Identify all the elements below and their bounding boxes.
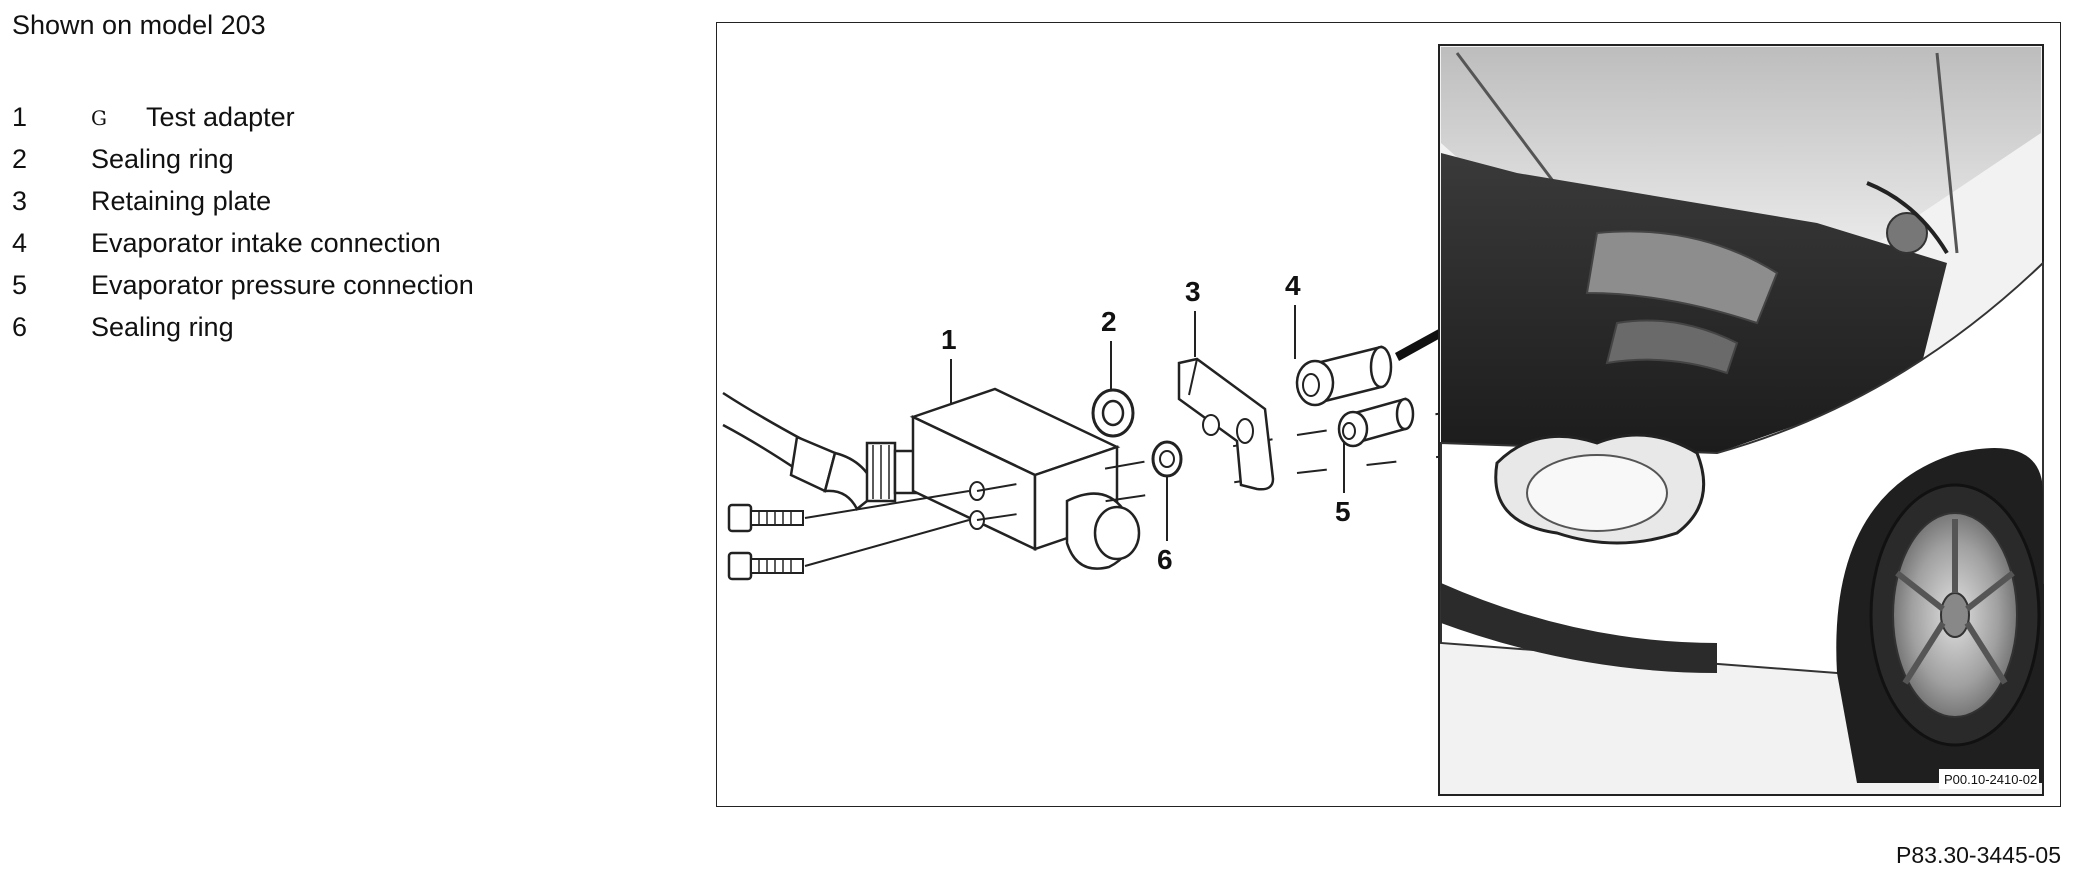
page-caption: Shown on model 203 — [12, 10, 266, 40]
legend-number: 3 — [12, 186, 28, 216]
vehicle-photo-inset: P00.10-2410-02 — [1438, 44, 2044, 796]
mounting-bolt — [727, 503, 804, 533]
special-tool-symbol: G — [91, 106, 107, 130]
refrigerant-hose — [722, 391, 919, 511]
inset-reference-code: P00.10-2410-02 — [1944, 772, 2037, 787]
retaining-plate — [1177, 357, 1275, 491]
callout-label: 5 — [1335, 496, 1351, 527]
callout-label: 6 — [1157, 544, 1173, 575]
legend-item: 5 Evaporator pressure connection — [12, 264, 612, 306]
legend-label: Evaporator pressure connection — [91, 270, 474, 300]
callout-label: 3 — [1185, 276, 1201, 307]
legend-label: Sealing ring — [91, 312, 234, 342]
parts-legend: 1 G Test adapter 2 Sealing ring 3 Retain… — [12, 96, 612, 348]
legend-number: 6 — [12, 312, 28, 342]
callout-label: 1 — [941, 324, 957, 355]
legend-number: 5 — [12, 270, 28, 300]
callout-leader-lines — [950, 305, 1345, 541]
legend-number: 4 — [12, 228, 28, 258]
mounting-bolt — [727, 551, 804, 581]
exploded-view-diagram: 1 2 3 4 5 6 — [722, 44, 2044, 796]
evaporator-pressure-connection — [1337, 397, 1415, 448]
sealing-ring-upper — [1091, 388, 1135, 438]
evaporator-intake-connection — [1295, 345, 1393, 407]
legend-number: 2 — [12, 144, 28, 174]
legend-label: Test adapter — [146, 102, 295, 132]
figure-reference-code: P83.30-3445-05 — [1896, 842, 2061, 868]
legend-item: 6 Sealing ring — [12, 306, 612, 348]
legend-item: 2 Sealing ring — [12, 138, 612, 180]
sealing-ring-lower — [1151, 440, 1183, 478]
callout-label: 2 — [1101, 306, 1117, 337]
legend-label: Sealing ring — [91, 144, 234, 174]
legend-number: 1 — [12, 102, 28, 132]
legend-item: 4 Evaporator intake connection — [12, 222, 612, 264]
legend-item: 3 Retaining plate — [12, 180, 612, 222]
legend-label: Evaporator intake connection — [91, 228, 441, 258]
figure-frame: 1 2 3 4 5 6 — [716, 22, 2061, 807]
legend-item: 1 G Test adapter — [12, 96, 612, 138]
callout-label: 4 — [1285, 270, 1301, 301]
legend-label: Retaining plate — [91, 186, 272, 216]
